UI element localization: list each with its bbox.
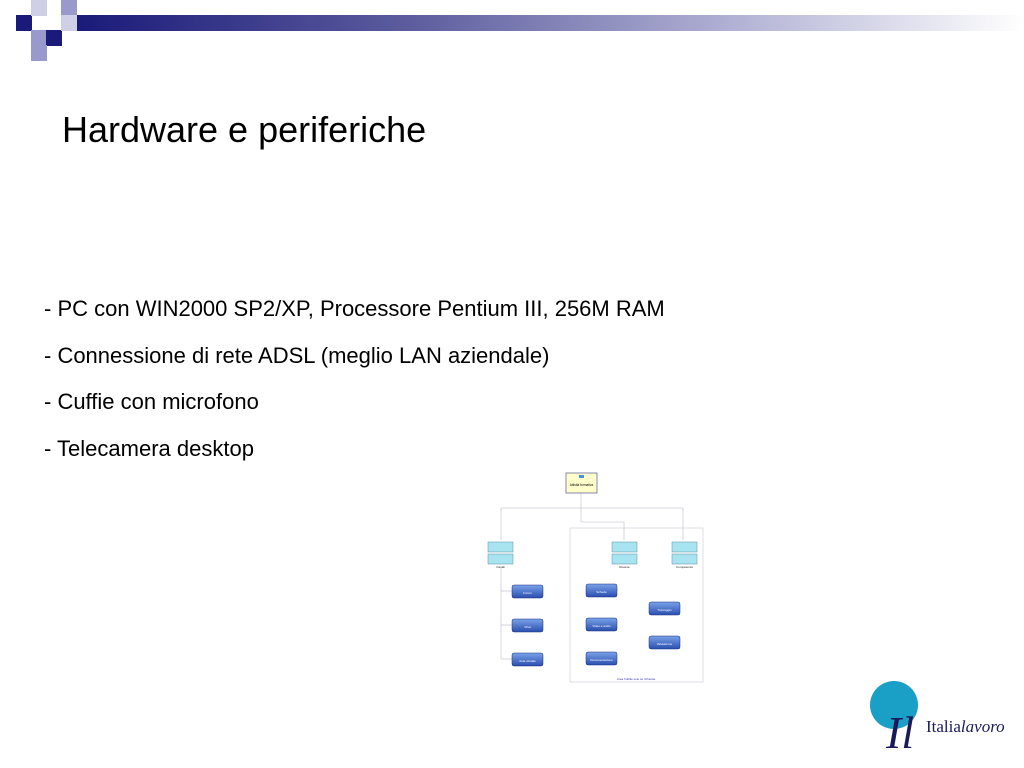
diagram-item-node: Tutoraggio — [648, 601, 681, 616]
folder-icon — [579, 475, 584, 478]
header-square — [61, 15, 77, 31]
logo-monogram: Il — [885, 707, 914, 756]
structure-diagram: Attività formativa Canali Risorse Compet… — [487, 472, 704, 683]
diagram-item-label: Forum — [523, 591, 532, 595]
header-square — [31, 0, 47, 16]
diagram-group-label: Competenze — [676, 565, 693, 569]
diagram-group-node: Canali — [487, 541, 514, 569]
diagram-item-label: Chat — [524, 625, 531, 629]
bullet-item: - Cuffie con microfono — [44, 389, 259, 414]
diagram-connectors — [500, 493, 684, 660]
diagram-item-node: Documentazione — [585, 651, 618, 666]
header-square — [46, 30, 62, 46]
header-gradient-bar — [77, 15, 1024, 31]
diagram-item-node: Aula virtuale — [511, 652, 544, 667]
header-square — [31, 30, 47, 46]
diagram-item-node: Chat — [511, 618, 544, 633]
header-square — [16, 15, 32, 31]
diagram-root-node: Attività formativa — [565, 472, 598, 494]
logo-brand-regular: Italia — [926, 717, 961, 736]
diagram-group-node: Competenze — [671, 541, 698, 569]
diagram-item-label: Tutoraggio — [657, 608, 672, 612]
bullet-item: - Connessione di rete ADSL (meglio LAN a… — [44, 342, 550, 368]
diagram-item-label: Schede — [596, 590, 607, 594]
bullet-item: - Telecamera desktop — [44, 435, 254, 461]
diagram-item-label: Aula virtuale — [519, 659, 536, 663]
diagram-group-label: Canali — [496, 565, 505, 569]
diagram-item-node: Video e audio — [585, 617, 618, 632]
bullet-list: - PC con WIN2000 SP2/XP, Processore Pent… — [44, 295, 665, 481]
logo-brand-italic: lavoro — [961, 717, 1005, 736]
logo-circle — [870, 681, 918, 729]
diagram-item-node: Valutazione — [648, 635, 681, 650]
diagram-item-node: Schede — [585, 583, 618, 598]
diagram-footer-label: Area fruibile solo su richiesta — [617, 677, 656, 681]
diagram-group-label: Risorse — [619, 565, 630, 569]
diagram-root-label: Attività formativa — [570, 483, 594, 487]
slide-title: Hardware e periferiche — [62, 109, 427, 150]
diagram-item-label: Video e audio — [592, 624, 611, 628]
header-square — [61, 0, 77, 16]
logo-wordmark: Italialavoro — [926, 717, 1005, 736]
bullet-item: - PC con WIN2000 SP2/XP, Processore Pent… — [44, 296, 665, 321]
diagram-item-label: Documentazione — [590, 658, 613, 662]
italialavoro-logo: Il Italialavoro — [870, 681, 1005, 756]
diagram-item-label: Valutazione — [657, 642, 673, 646]
diagram-region — [569, 527, 704, 683]
diagram-item-node: Forum — [511, 584, 544, 599]
header-square — [31, 45, 47, 61]
diagram-group-node: Risorse — [611, 541, 638, 569]
